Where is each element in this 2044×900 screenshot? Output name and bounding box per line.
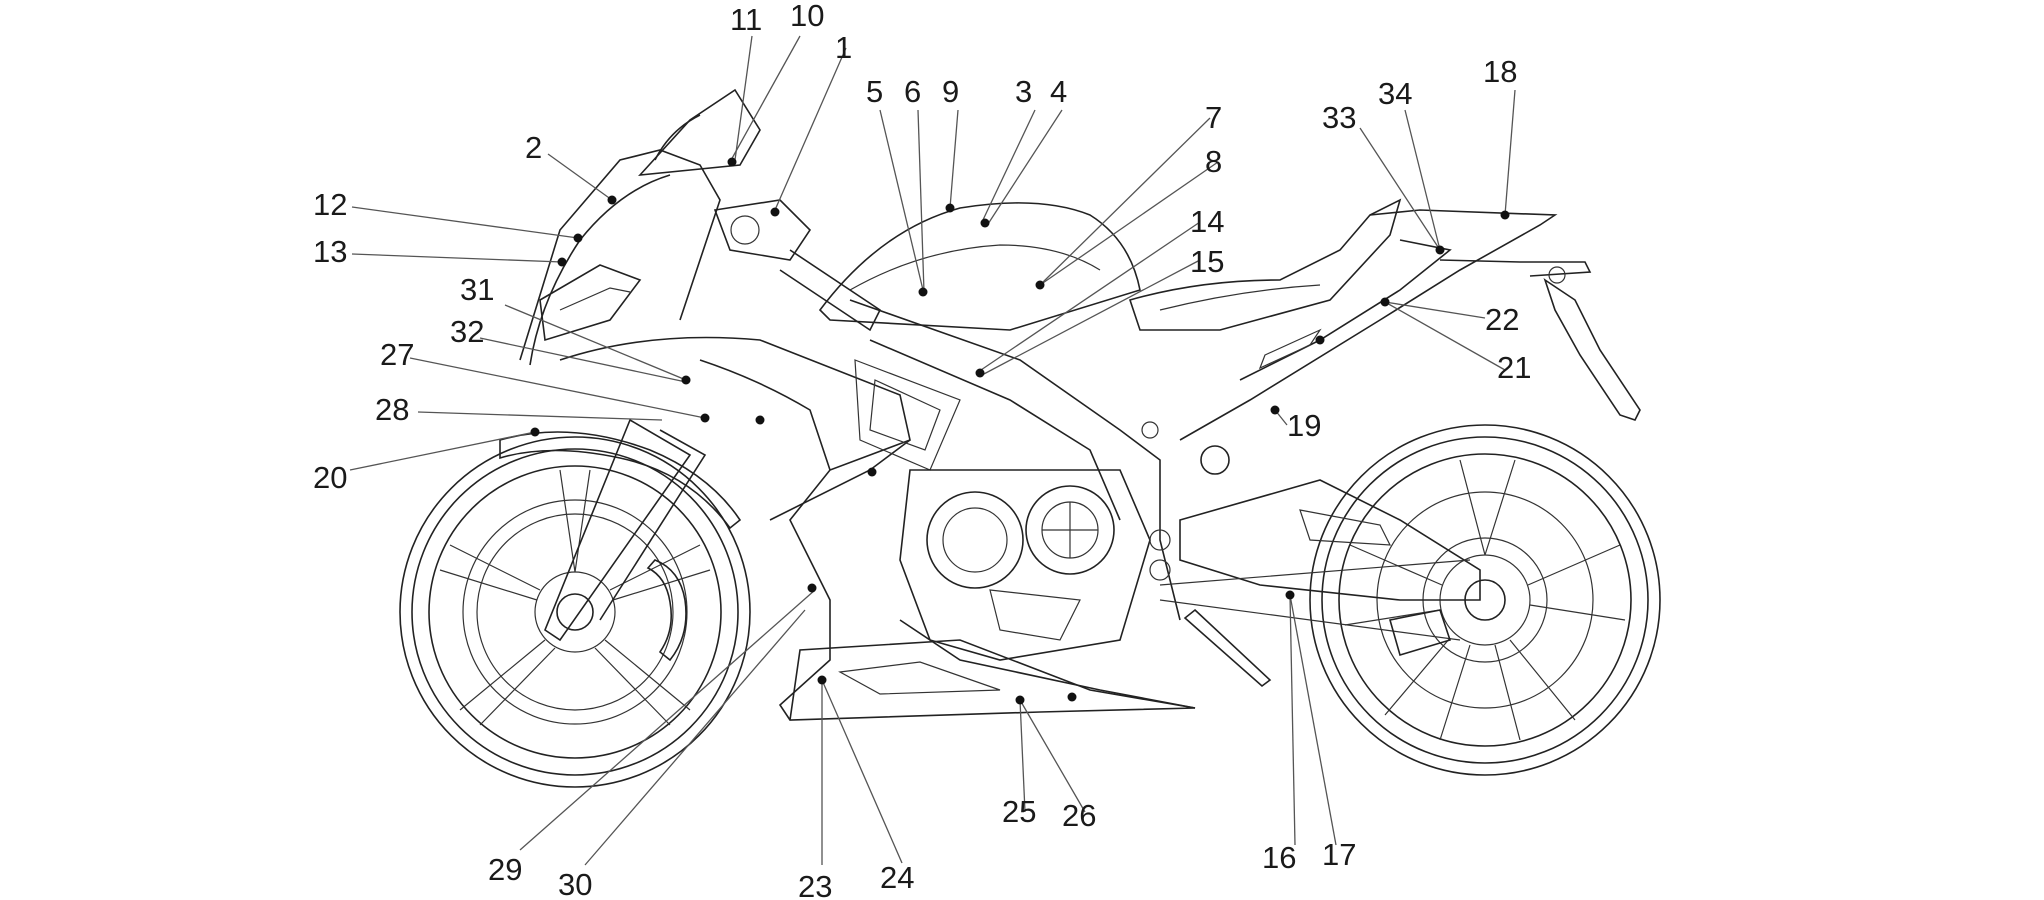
leader-29 [519, 589, 816, 851]
callout-13: 13 [313, 234, 347, 269]
rear-wheel [1309, 424, 1661, 776]
callout-1: 1 [835, 30, 852, 65]
leader-15 [981, 259, 1201, 376]
callout-33: 33 [1322, 100, 1356, 135]
callout-2: 2 [525, 130, 542, 165]
leader-25 [1019, 699, 1026, 813]
callout-23: 23 [798, 869, 832, 900]
callout-19: 19 [1287, 408, 1321, 443]
callout-34: 34 [1378, 76, 1412, 111]
leader-4 [987, 109, 1063, 225]
callout-5: 5 [866, 74, 883, 109]
callout-24: 24 [880, 860, 914, 895]
leader-33 [1359, 127, 1441, 251]
callout-4: 4 [1050, 74, 1067, 109]
leader-21 [1384, 301, 1506, 371]
callout-12: 12 [313, 187, 347, 222]
leader-28 [417, 411, 663, 421]
leader-5 [879, 109, 924, 291]
callout-14: 14 [1190, 204, 1224, 239]
front-wheel [399, 436, 751, 788]
leader-26 [1019, 699, 1086, 813]
leader-8 [1039, 161, 1219, 286]
leader-18 [1504, 89, 1516, 216]
callout-17: 17 [1322, 837, 1356, 872]
callout-28: 28 [375, 392, 409, 427]
leader-30 [584, 609, 806, 866]
engine [899, 469, 1151, 661]
callout-15: 15 [1190, 244, 1224, 279]
leader-20 [349, 431, 536, 471]
leader-3 [981, 109, 1036, 223]
callout-18: 18 [1483, 54, 1517, 89]
callout-10: 10 [790, 0, 824, 33]
leader-17 [1289, 594, 1337, 846]
leader-31 [504, 304, 687, 381]
leader-6 [917, 109, 925, 293]
callout-27: 27 [380, 337, 414, 372]
leader-9 [949, 109, 959, 209]
callout-22: 22 [1485, 302, 1519, 337]
callout-16: 16 [1262, 840, 1296, 875]
callout-30: 30 [558, 867, 592, 900]
leader-1 [774, 47, 847, 211]
callout-9: 9 [942, 74, 959, 109]
callout-11: 11 [730, 2, 762, 37]
leader-14 [977, 221, 1201, 373]
leader-34 [1404, 109, 1441, 251]
leader-16 [1289, 594, 1296, 846]
callout-dots [530, 157, 1510, 705]
callout-labels: 1 2 3 4 5 6 7 8 9 10 11 12 13 14 15 16 1… [313, 0, 1531, 900]
leader-12 [351, 206, 579, 239]
callout-6: 6 [904, 74, 921, 109]
leader-11 [734, 35, 753, 161]
leader-24 [821, 679, 903, 864]
leader-2 [547, 153, 613, 201]
leader-10 [729, 35, 801, 163]
leader-lines [349, 35, 1516, 866]
leader-22 [1384, 301, 1486, 319]
leader-32 [479, 337, 687, 383]
callout-29: 29 [488, 852, 522, 887]
motorcycle-drawing [399, 88, 1661, 788]
callout-7: 7 [1205, 100, 1222, 135]
callout-32: 32 [450, 314, 484, 349]
leader-13 [351, 253, 563, 263]
callout-26: 26 [1062, 798, 1096, 833]
callout-31: 31 [460, 272, 494, 307]
leader-27 [409, 357, 706, 419]
callout-25: 25 [1002, 794, 1036, 829]
leader-7 [1039, 117, 1211, 286]
callout-21: 21 [1497, 350, 1531, 385]
callout-20: 20 [313, 460, 347, 495]
callout-8: 8 [1205, 144, 1222, 179]
callout-3: 3 [1015, 74, 1032, 109]
